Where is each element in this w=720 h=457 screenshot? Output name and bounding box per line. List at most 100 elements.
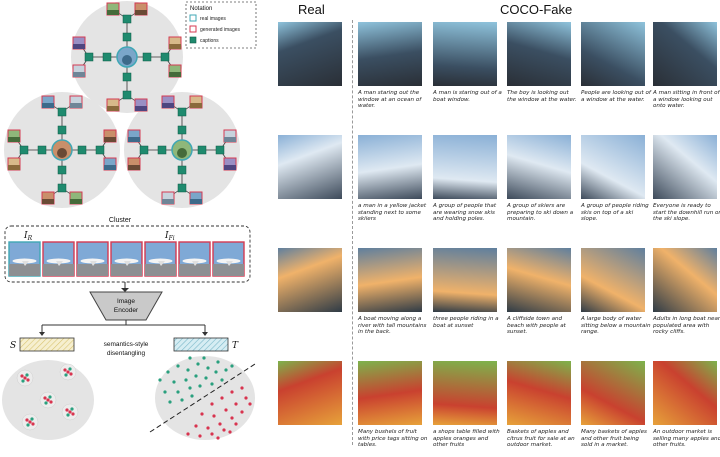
generated-image: [358, 135, 422, 199]
s-embedding-dot: [66, 413, 70, 417]
real-image: [278, 22, 342, 86]
thumb-shade: [162, 199, 174, 204]
tarmac: [179, 264, 210, 276]
image-caption: a man in a yellow jacket standing next t…: [358, 203, 427, 223]
thumb-shade: [70, 199, 82, 204]
decision-boundary: [149, 363, 256, 433]
method-diagram: Notation real images generated images ca…: [2, 1, 257, 440]
caption-node: [122, 32, 132, 42]
image-caption: A large body of water sitting below a mo…: [581, 316, 651, 336]
caption-node: [77, 145, 87, 155]
real-embedding-dot: [196, 362, 200, 366]
s-embedding-dot: [25, 373, 29, 377]
s-embedding-dot: [48, 395, 52, 399]
generated-image: [433, 248, 497, 312]
real-image: [278, 248, 342, 312]
fake-embedding-dot: [244, 396, 248, 400]
airplane-wing: [124, 261, 131, 266]
real-image: [278, 135, 342, 199]
caption-node: [177, 107, 187, 117]
thumb-shade: [42, 199, 54, 204]
s-embedding-dot: [71, 412, 75, 416]
real-embedding-dot: [214, 370, 218, 374]
generated-image: [507, 22, 571, 86]
real-image-detail: [57, 148, 67, 158]
generated-image: [507, 135, 571, 199]
caption-node: [122, 72, 132, 82]
arrow-head-encoder: [121, 288, 129, 292]
airplane-wing: [56, 261, 63, 266]
s-embedding-dot: [44, 401, 48, 405]
image-caption: A boat moving along a river with tall mo…: [358, 316, 427, 336]
thumb-shade: [8, 165, 20, 170]
real-embedding-dot: [202, 356, 206, 360]
s-embedding-dot: [68, 410, 72, 414]
caption-node: [37, 145, 47, 155]
t-branch-head: [202, 332, 208, 336]
thumb-shade: [190, 103, 202, 108]
fake-embedding-dot: [216, 436, 220, 440]
s-embedding-dot: [68, 367, 72, 371]
thumb-shade: [8, 137, 20, 142]
fake-embedding-dot: [228, 430, 232, 434]
fake-embedding-dot: [210, 432, 214, 436]
real-embedding-dot: [158, 378, 162, 382]
real-image-swatch: [189, 14, 197, 22]
thumb-shade: [70, 103, 82, 108]
s-embedding-dot: [20, 374, 24, 378]
image-caption: A group of people riding skis on top of …: [581, 203, 649, 223]
encoder-label-1: Image: [117, 298, 135, 305]
caption-node: [57, 125, 67, 135]
encoder-label-2: Encoder: [114, 307, 139, 314]
thumb-shade: [104, 165, 116, 170]
generated-image: [358, 248, 422, 312]
thumb-shade: [162, 103, 174, 108]
fake-embedding-dot: [230, 416, 234, 420]
fake-embedding-dot: [230, 390, 234, 394]
tarmac: [145, 264, 176, 276]
image-caption: A group of skiers are preparing to ski d…: [507, 203, 574, 223]
generated-image: [581, 22, 645, 86]
caption-node: [177, 183, 187, 193]
real-embedding-dot: [166, 370, 170, 374]
s-embedding-dot: [70, 407, 74, 411]
tarmac: [111, 264, 142, 276]
s-embedding-dot: [25, 418, 29, 422]
caption-node: [19, 145, 29, 155]
notation-legend: Notation real images generated images ca…: [185, 1, 257, 49]
cluster-graphs: [7, 2, 237, 205]
fake-embedding-dot: [220, 396, 224, 400]
notation-title: Notation: [190, 6, 212, 12]
s-embedding-dot: [66, 370, 70, 374]
thumb-shade: [224, 137, 236, 142]
caption-node: [177, 125, 187, 135]
generated-image: [581, 248, 645, 312]
real-embedding-dot: [190, 394, 194, 398]
generated-image: [507, 361, 571, 425]
fake-embedding-dot: [218, 422, 222, 426]
cluster-title: Cluster: [109, 217, 132, 224]
image-caption: People are looking out of a window at th…: [581, 90, 651, 103]
thumb-shade: [73, 72, 85, 77]
real-embedding-dot: [194, 374, 198, 378]
real-embedding-dot: [216, 360, 220, 364]
notation-captions-label: captions: [200, 38, 219, 44]
real-embedding-dot: [168, 400, 172, 404]
real-embedding-dot: [188, 386, 192, 390]
caption-node: [139, 145, 149, 155]
fake-embedding-dot: [198, 434, 202, 438]
airplane-image-strip: [8, 241, 245, 277]
caption-node: [160, 52, 170, 62]
thumb-shade: [190, 199, 202, 204]
disentangle-label-1: semantics-style: [104, 341, 149, 348]
real-embedding-dot: [206, 366, 210, 370]
caption-node: [57, 107, 67, 117]
image-caption: A man is staring out of a boat window.: [433, 90, 502, 103]
caption-node: [215, 145, 225, 155]
image-caption: Adults in long boat near populated area …: [653, 316, 720, 336]
s-embedding-dot: [21, 379, 25, 383]
embedding-dots: [16, 356, 252, 440]
caption-node: [142, 52, 152, 62]
caption-node: [57, 183, 67, 193]
generated-image: [507, 248, 571, 312]
